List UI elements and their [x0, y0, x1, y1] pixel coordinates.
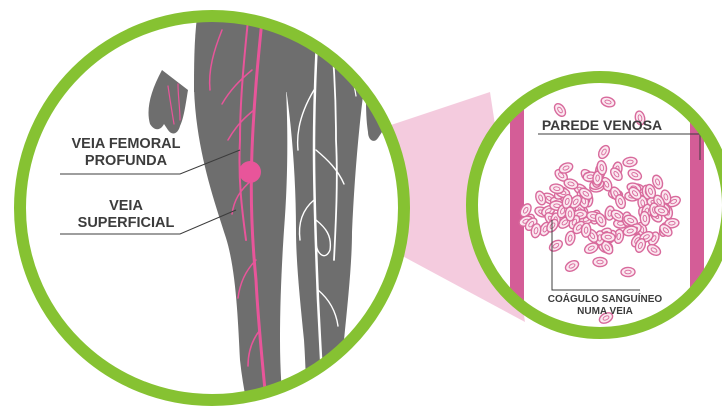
blood-cell-icon [621, 267, 635, 276]
superficial-vein-label-line1: VEIA [56, 198, 196, 215]
clot-location-marker [239, 161, 261, 183]
vein-wall-label: PAREDE VENOSA [522, 117, 682, 133]
blood-clot-label: COÁGULO SANGUÍNEO NUMA VEIA [520, 294, 690, 318]
deep-femoral-vein-label: VEIA FEMORAL PROFUNDA [56, 136, 196, 170]
deep-vein-label-line2: PROFUNDA [56, 153, 196, 170]
superficial-vein-label: VEIA SUPERFICIAL [56, 198, 196, 232]
vein-wall-right [690, 60, 704, 360]
deep-vein-label-line1: VEIA FEMORAL [56, 136, 196, 153]
blood-cell-icon [593, 257, 607, 266]
blood-clot-label-line2: NUMA VEIA [520, 306, 690, 318]
blood-clot-label-line1: COÁGULO SANGUÍNEO [520, 294, 690, 306]
blood-cell-icon [581, 223, 591, 238]
superficial-vein-label-line2: SUPERFICIAL [56, 215, 196, 232]
